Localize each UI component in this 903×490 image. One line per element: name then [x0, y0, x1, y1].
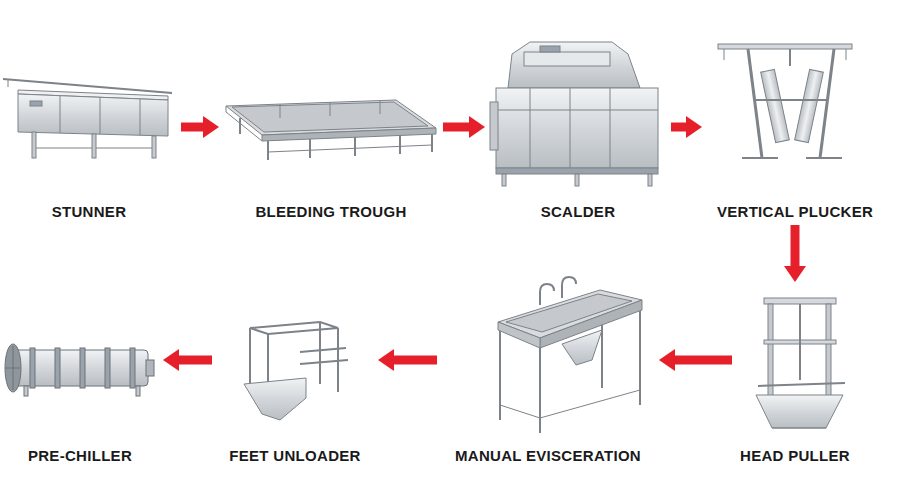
- head-puller-illustration: [756, 298, 845, 428]
- bleeding-trough-illustration: [226, 100, 436, 160]
- machine-step: SCALDER: [488, 30, 668, 222]
- step-label: PRE-CHILLER: [26, 446, 134, 466]
- flow-arrow: [443, 123, 477, 132]
- flow-arrow: [181, 123, 211, 132]
- step-label: STUNNER: [50, 202, 129, 222]
- machine-step: HEAD PULLER: [735, 285, 855, 466]
- flow-arrow: [386, 356, 437, 365]
- flow-arrow: [791, 225, 800, 274]
- step-label: HEAD PULLER: [738, 446, 852, 466]
- feet-unloader-illustration: [244, 322, 348, 420]
- step-label: VERTICAL PLUCKER: [715, 202, 875, 222]
- machine-step: STUNNER: [0, 60, 178, 222]
- machine-step: PRE-CHILLER: [0, 320, 160, 466]
- vertical-plucker-illustration: [718, 44, 852, 158]
- step-label: SCALDER: [539, 202, 618, 222]
- machine-step: MANUAL EVISCERATION: [440, 275, 656, 466]
- flow-arrow: [171, 356, 212, 365]
- machine-step: VERTICAL PLUCKER: [705, 30, 885, 222]
- evisceration-trough-illustration: [498, 277, 642, 433]
- pre-chiller-illustration: [5, 344, 154, 396]
- flow-arrow: [667, 356, 732, 365]
- step-label: MANUAL EVISCERATION: [453, 446, 643, 466]
- scalder-illustration: [490, 42, 658, 186]
- stunner-illustration: [3, 79, 172, 158]
- step-label: BLEEDING TROUGH: [253, 202, 408, 222]
- machine-step: BLEEDING TROUGH: [222, 60, 440, 222]
- step-label: FEET UNLOADER: [227, 446, 362, 466]
- flow-arrow: [671, 123, 694, 132]
- machine-step: FEET UNLOADER: [215, 300, 375, 466]
